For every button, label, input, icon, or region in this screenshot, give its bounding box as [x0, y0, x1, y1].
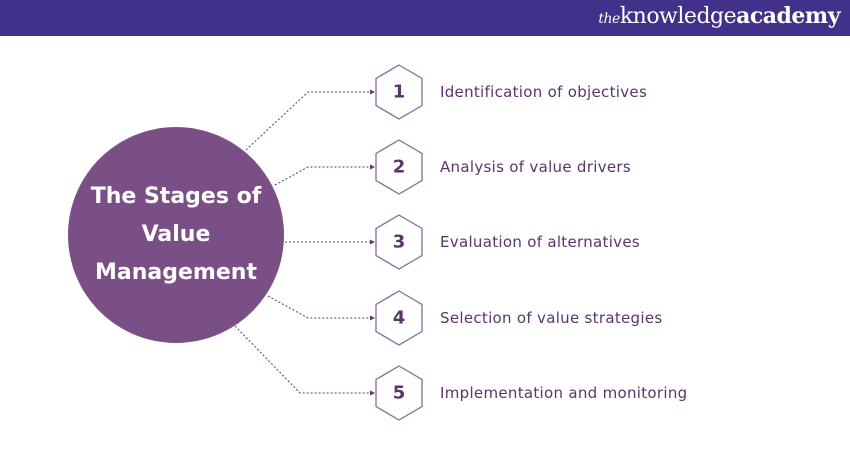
header-bar: theknowledgeacademy: [0, 0, 850, 36]
connector-2: [274, 164, 375, 186]
stage-number-3: 3: [392, 231, 406, 253]
stage-number-4: 4: [392, 307, 406, 329]
brand-logo[interactable]: theknowledgeacademy: [598, 3, 840, 29]
central-circle: [68, 127, 284, 343]
stage-label-2: Analysis of value drivers: [440, 158, 631, 176]
connector-4: [267, 295, 375, 321]
connector-1: [245, 89, 375, 151]
logo-the: the: [598, 11, 620, 27]
stage-number-5: 5: [392, 382, 406, 404]
hexagon-4: [375, 290, 423, 346]
logo-knowledge: knowledge: [619, 4, 737, 29]
hexagon-3: [375, 214, 423, 270]
stage-label-1: Identification of objectives: [440, 83, 648, 101]
stage-label-3: Evaluation of alternatives: [440, 233, 640, 251]
stage-label-5: Implementation and monitoring: [440, 384, 688, 402]
hexagon-5: [375, 365, 423, 421]
connector-5: [234, 325, 375, 396]
stage-label-4: Selection of value strategies: [440, 309, 663, 327]
hexagon-1: [375, 64, 423, 120]
stage-number-1: 1: [392, 81, 406, 103]
hexagon-2: [375, 139, 423, 195]
logo-academy: academy: [736, 3, 840, 29]
diagram-title: The Stages of Value Management: [90, 184, 262, 285]
stage-number-2: 2: [392, 156, 406, 178]
